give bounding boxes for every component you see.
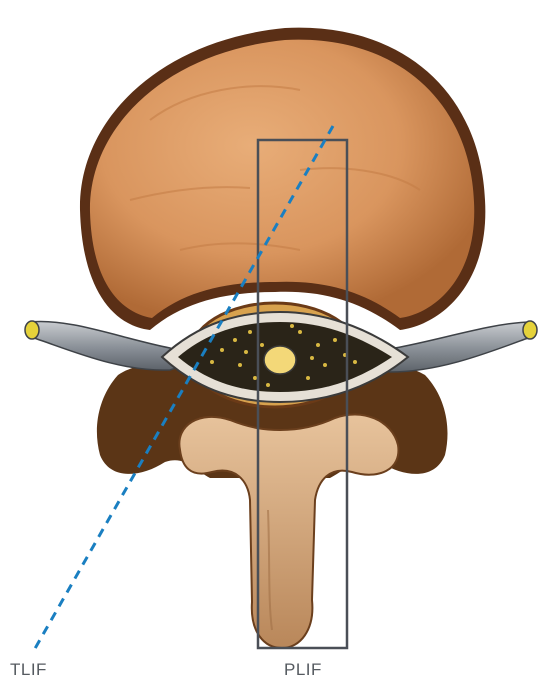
plif-label: PLIF xyxy=(284,660,322,680)
tlif-label: TLIF xyxy=(10,660,47,680)
spinal-cord xyxy=(264,346,296,374)
vertebral-body xyxy=(80,28,485,330)
posterior-elements xyxy=(179,414,398,648)
